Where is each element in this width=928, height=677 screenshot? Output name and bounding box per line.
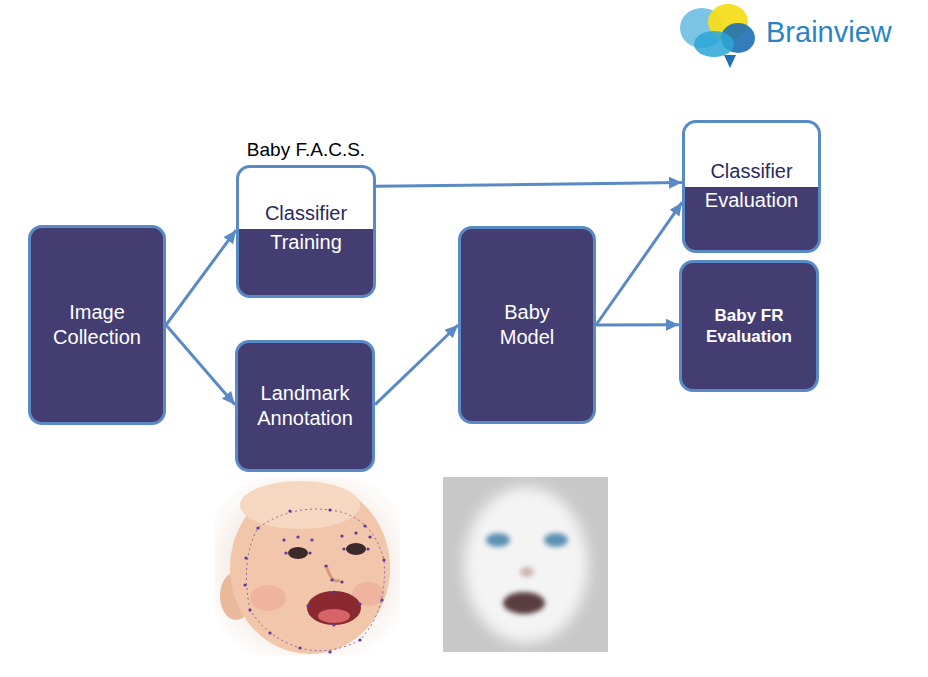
landmark-dot	[330, 578, 333, 581]
landmark-dot	[248, 608, 251, 611]
landmark-dot	[340, 580, 343, 583]
box-label: Baby Model	[487, 300, 567, 350]
landmark-dot	[332, 590, 335, 593]
logo-lobe	[694, 31, 734, 57]
split-process-box: ClassifierEvaluation	[682, 120, 821, 253]
baby-cheek	[250, 585, 286, 611]
landmark-dot	[380, 598, 383, 601]
landmark-dot	[332, 623, 335, 626]
baby-head	[230, 482, 390, 654]
landmark-dot	[284, 551, 287, 554]
brain-logo	[680, 4, 755, 68]
baby-tongue	[318, 609, 350, 623]
box-label: Classifier	[239, 201, 373, 226]
mean-ground	[443, 477, 608, 652]
flow-arrow	[166, 230, 236, 325]
landmark-dot	[243, 583, 246, 586]
baby-eye	[288, 547, 308, 559]
flow-arrow	[376, 183, 682, 187]
box-label: Image Collection	[42, 300, 152, 350]
box-label: Classifier	[685, 159, 818, 184]
mean-eye	[486, 533, 510, 547]
baby-hair	[240, 481, 360, 529]
photo-ground	[215, 478, 400, 655]
baby-eye	[346, 543, 366, 555]
logo-wordmark: Brainview	[766, 16, 892, 49]
mean-eye	[544, 533, 568, 547]
landmark-dot	[328, 650, 331, 653]
process-box: Landmark Annotation	[235, 340, 375, 472]
landmark-dot	[342, 547, 345, 550]
landmark-dot	[256, 526, 259, 529]
mean-mouth	[503, 592, 545, 614]
flow-arrow	[375, 325, 458, 405]
process-box: Baby Model	[458, 226, 596, 424]
flow-arrow	[166, 325, 235, 405]
landmark-dot	[328, 508, 331, 511]
mean-head	[464, 487, 588, 643]
landmark-dot	[366, 547, 369, 550]
box-label: Evaluation	[685, 188, 818, 213]
baby-nose	[326, 565, 340, 581]
mean-face	[443, 477, 608, 652]
box-label: Training	[239, 230, 373, 255]
landmark-dot	[308, 551, 311, 554]
process-box: Image Collection	[28, 225, 166, 425]
landmark-dot	[310, 538, 313, 541]
landmark-dot	[282, 538, 285, 541]
landmark-dot	[363, 524, 366, 527]
landmark-dot	[358, 638, 361, 641]
split-process-box: Baby F.A.C.S.ClassifierTraining	[236, 165, 376, 298]
landmark-dot	[340, 534, 343, 537]
baby-mouth	[307, 591, 361, 625]
process-box: Baby FR Evaluation	[679, 260, 819, 392]
flow-arrow	[596, 323, 679, 326]
landmark-dot	[296, 535, 299, 538]
landmark-dot	[298, 646, 301, 649]
box-label: Landmark Annotation	[246, 381, 364, 431]
box-label: Baby FR Evaluation	[690, 305, 808, 348]
landmark-dot	[368, 535, 371, 538]
mean-nose	[520, 567, 534, 577]
landmark-dot	[324, 564, 327, 567]
landmark-dot	[358, 602, 361, 605]
logo-stem	[724, 55, 736, 68]
landmark-dots	[243, 508, 385, 653]
landmark-dot	[288, 509, 291, 512]
landmark-dot	[244, 556, 247, 559]
flow-arrow	[596, 202, 682, 325]
landmark-dot	[354, 531, 357, 534]
landmark-contour	[246, 509, 384, 651]
box-heading: Baby F.A.C.S.	[247, 138, 365, 162]
landmark-dot	[306, 604, 309, 607]
landmark-dot	[382, 558, 385, 561]
baby-photo	[215, 478, 400, 655]
landmark-dot	[268, 631, 271, 634]
